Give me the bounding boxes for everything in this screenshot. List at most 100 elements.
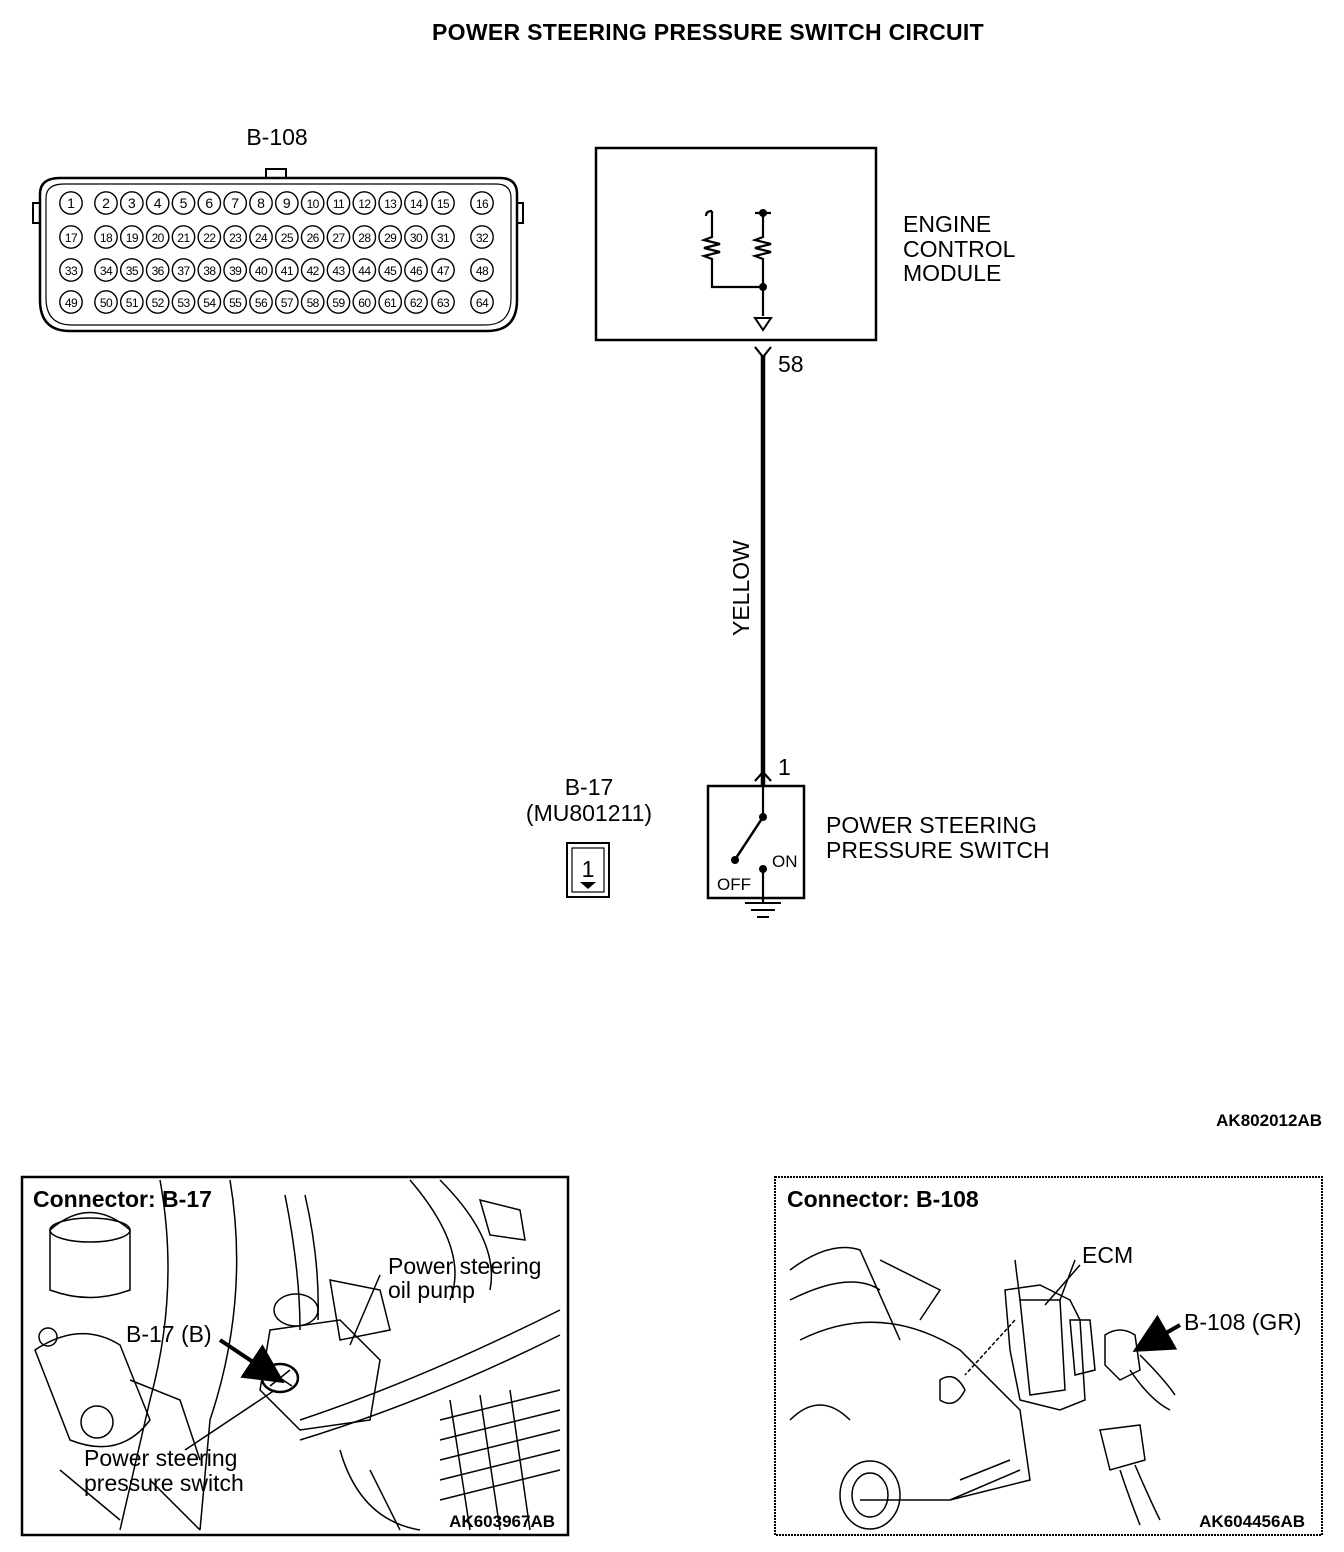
connector-pin	[249, 290, 273, 314]
connector-pin	[197, 191, 222, 215]
wire-color-label: YELLOW	[728, 540, 754, 636]
connector-pin	[378, 258, 403, 282]
connector-pin-number: 6	[205, 195, 213, 211]
ecm-node-mid	[759, 283, 767, 291]
connector-pin-number: 64	[476, 296, 489, 310]
power-steering-pressure-switch: 1 ON OFF POWER STEERING PRESSURE SWITCH	[706, 754, 1050, 918]
connector-pin	[223, 191, 248, 215]
panel-left-code: AK603967AB	[449, 1512, 555, 1531]
connector-pin-number: 38	[203, 264, 216, 278]
connector-pin	[59, 258, 83, 282]
connector-pin-number: 37	[177, 264, 190, 278]
connector-pin	[197, 290, 222, 314]
connector-pin	[59, 191, 83, 215]
connector-pin	[119, 290, 144, 314]
connector-pin-number: 9	[283, 195, 291, 211]
connector-pin-number: 12	[358, 197, 371, 211]
connector-pin	[404, 258, 428, 282]
diagram-code: AK802012AB	[1216, 1111, 1322, 1130]
connector-pin	[59, 225, 83, 249]
connector-pin-number: 45	[384, 264, 397, 278]
connector-pin-number: 21	[177, 231, 190, 245]
ecm-pin-number: 58	[778, 351, 804, 377]
connector-pin-number: 39	[229, 264, 242, 278]
connector-pin-number: 52	[152, 296, 165, 310]
panel-right-code: AK604456AB	[1199, 1512, 1305, 1531]
pump-label-line2: oil pump	[388, 1277, 475, 1303]
connector-pin	[378, 225, 403, 249]
b17-latch-mark	[580, 882, 596, 889]
connector-pin	[274, 225, 299, 249]
switch-box	[706, 784, 806, 900]
connector-pin-number: 17	[65, 231, 78, 245]
yellow-wire: 58 YELLOW	[728, 346, 804, 790]
panel-connector-b108: Connector: B-108 ECM B-108 (GR) AK604456…	[774, 1176, 1323, 1536]
connector-pin	[431, 290, 455, 314]
connector-pin-number: 44	[358, 264, 371, 278]
switch-callout-line2: pressure switch	[84, 1470, 244, 1496]
connector-pin-number: 10	[307, 197, 320, 211]
b17-label: B-17	[565, 774, 614, 800]
ecm-callout: ECM	[1082, 1242, 1133, 1268]
connector-pin	[431, 258, 455, 282]
connector-pin-number: 42	[307, 264, 320, 278]
connector-pin	[171, 191, 196, 215]
connector-pin-number: 56	[255, 296, 268, 310]
switch-on-label: ON	[772, 852, 798, 871]
connector-pin-number: 19	[126, 231, 139, 245]
connector-pin-number: 54	[203, 296, 216, 310]
connector-pin-number: 5	[180, 195, 188, 211]
connector-pin	[404, 290, 428, 314]
connector-pin-number: 58	[307, 296, 320, 310]
switch-label-line2: PRESSURE SWITCH	[826, 837, 1050, 863]
connector-pin	[300, 191, 325, 215]
switch-leader-line	[184, 1389, 276, 1451]
connector-pin	[94, 258, 118, 282]
ecm-ground-symbol	[753, 317, 773, 332]
ecm-label-line1: ENGINE	[903, 211, 991, 237]
connector-pin-number: 15	[437, 197, 450, 211]
connector-pin	[223, 225, 248, 249]
engine-bay-sketch	[34, 1179, 561, 1531]
connector-pin	[249, 225, 273, 249]
connector-pin-number: 23	[229, 231, 242, 245]
connector-pin	[94, 225, 118, 249]
b17-callout: B-17 (B)	[126, 1321, 212, 1347]
b108-callout: B-108 (GR)	[1184, 1309, 1302, 1335]
connector-pin-number: 18	[100, 231, 113, 245]
connector-pin	[326, 191, 351, 215]
connector-pin-number: 27	[332, 231, 345, 245]
connector-pin-number: 41	[281, 264, 294, 278]
connector-pin	[145, 258, 170, 282]
connector-pin	[249, 258, 273, 282]
connector-pin	[352, 225, 377, 249]
connector-pin	[94, 191, 118, 215]
connector-pin	[352, 290, 377, 314]
connector-pin-number: 11	[333, 197, 345, 211]
connector-pin	[470, 258, 494, 282]
b108-label: B-108	[246, 124, 307, 150]
connector-pin	[326, 258, 351, 282]
connector-pin	[352, 191, 377, 215]
connector-pin-number: 7	[231, 195, 239, 211]
connector-pin	[378, 290, 403, 314]
connector-pin	[171, 225, 196, 249]
switch-ground-symbol	[745, 902, 781, 918]
connector-pin-number: 24	[255, 231, 268, 245]
connector-pin-number: 28	[358, 231, 371, 245]
connector-pin	[197, 225, 222, 249]
connector-pin	[470, 290, 494, 314]
ecm-leader-line	[1044, 1264, 1081, 1306]
connector-pin-number: 47	[437, 264, 450, 278]
connector-pin-number: 20	[152, 231, 165, 245]
connector-pin-number: 26	[307, 231, 320, 245]
connector-pin	[59, 290, 83, 314]
connector-pin	[378, 191, 403, 215]
connector-pin	[145, 225, 170, 249]
connector-pin-number: 55	[229, 296, 242, 310]
pump-label-line1: Power steering	[388, 1253, 541, 1279]
connector-pin	[431, 225, 455, 249]
connector-pin-number: 48	[476, 264, 489, 278]
switch-label-line1: POWER STEERING	[826, 812, 1037, 838]
connector-pin	[326, 225, 351, 249]
